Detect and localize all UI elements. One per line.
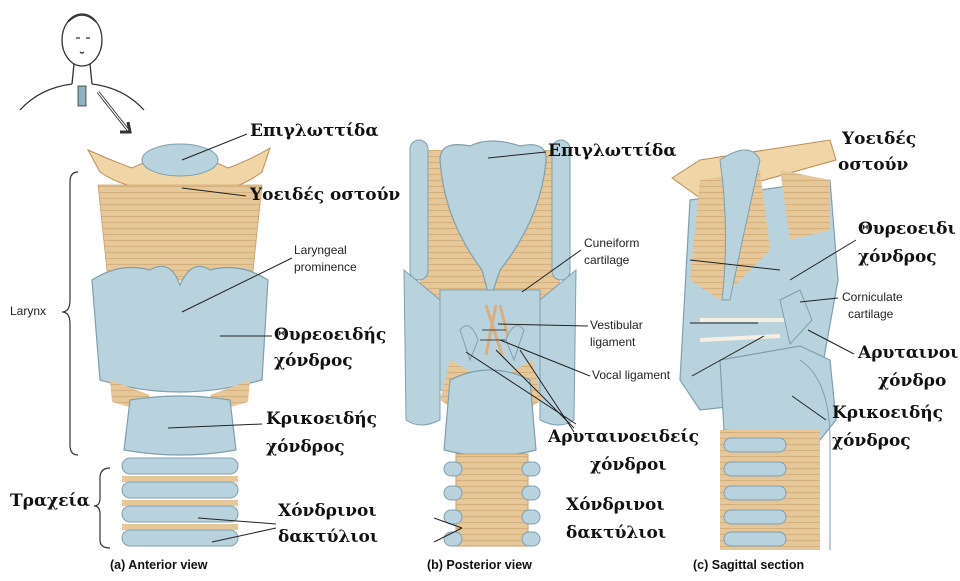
epiglottis-a [142,144,218,176]
label-epiglottis-b: Επιγλωττίδα [548,140,676,162]
label-rings-b-2: δακτύλιοι [566,522,666,544]
trachea-bracket [94,468,110,548]
tracheal-rings-a [122,458,238,546]
anterior-view [62,144,270,548]
caption-posterior: (b) Posterior view [427,558,532,572]
head-sketch [20,14,144,110]
label-arytenoid-b-1: Αρυταινοειδείς [548,426,699,448]
label-corniculate-2: cartilage [848,307,893,322]
label-arytenoid-c-2: χόνδρο [878,370,946,392]
label-cricoid-a-1: Κρικοειδής [266,408,377,430]
label-laryngeal-prominence-1: Laryngeal [294,243,347,258]
label-arytenoid-b-2: χόνδροι [590,454,667,476]
label-cricoid-c-1: Κρικοειδής [832,402,943,424]
label-rings-b-1: Χόνδρινοι [566,494,665,516]
label-hyoid-c-2: οστούν [838,154,908,176]
thyroid-cartilage-a [92,266,268,392]
label-thyroid-a-2: χόνδρος [274,350,353,372]
label-larynx: Larynx [10,304,46,319]
label-cricoid-c-2: χόνδρος [832,430,911,452]
label-cuneiform-1: Cuneiform [584,236,639,251]
label-arytenoid-c-1: Αρυταινοι [858,342,958,364]
label-trachea: Τραχεία [10,490,90,512]
sagittal-view [672,140,838,550]
label-rings-a-2: δακτύλιοι [278,526,378,548]
label-cuneiform-2: cartilage [584,253,629,268]
caption-sagittal: (c) Sagittal section [693,558,804,572]
label-thyroid-c-2: χόνδρος [858,246,937,268]
label-vestibular-1: Vestibular [590,318,643,333]
label-hyoid-c-1: Υοειδές [842,128,916,150]
label-corniculate-1: Corniculate [842,290,903,305]
label-rings-a-1: Χόνδρινοι [278,500,377,522]
label-hyoid-a: Υοειδές οστούν [250,184,400,206]
posterior-view [404,140,576,546]
label-vestibular-2: ligament [590,335,635,350]
label-vocal-ligament: Vocal ligament [592,368,670,383]
label-epiglottis-a: Επιγλωττίδα [250,120,378,142]
caption-anterior: (a) Anterior view [110,558,207,572]
label-thyroid-a-1: Θυρεοειδής [274,324,386,346]
larynx-bracket [62,172,78,455]
label-cricoid-a-2: χόνδρος [266,436,345,458]
label-thyroid-c-1: Θυρεοειδι [858,218,956,240]
label-laryngeal-prominence-2: prominence [294,260,357,275]
